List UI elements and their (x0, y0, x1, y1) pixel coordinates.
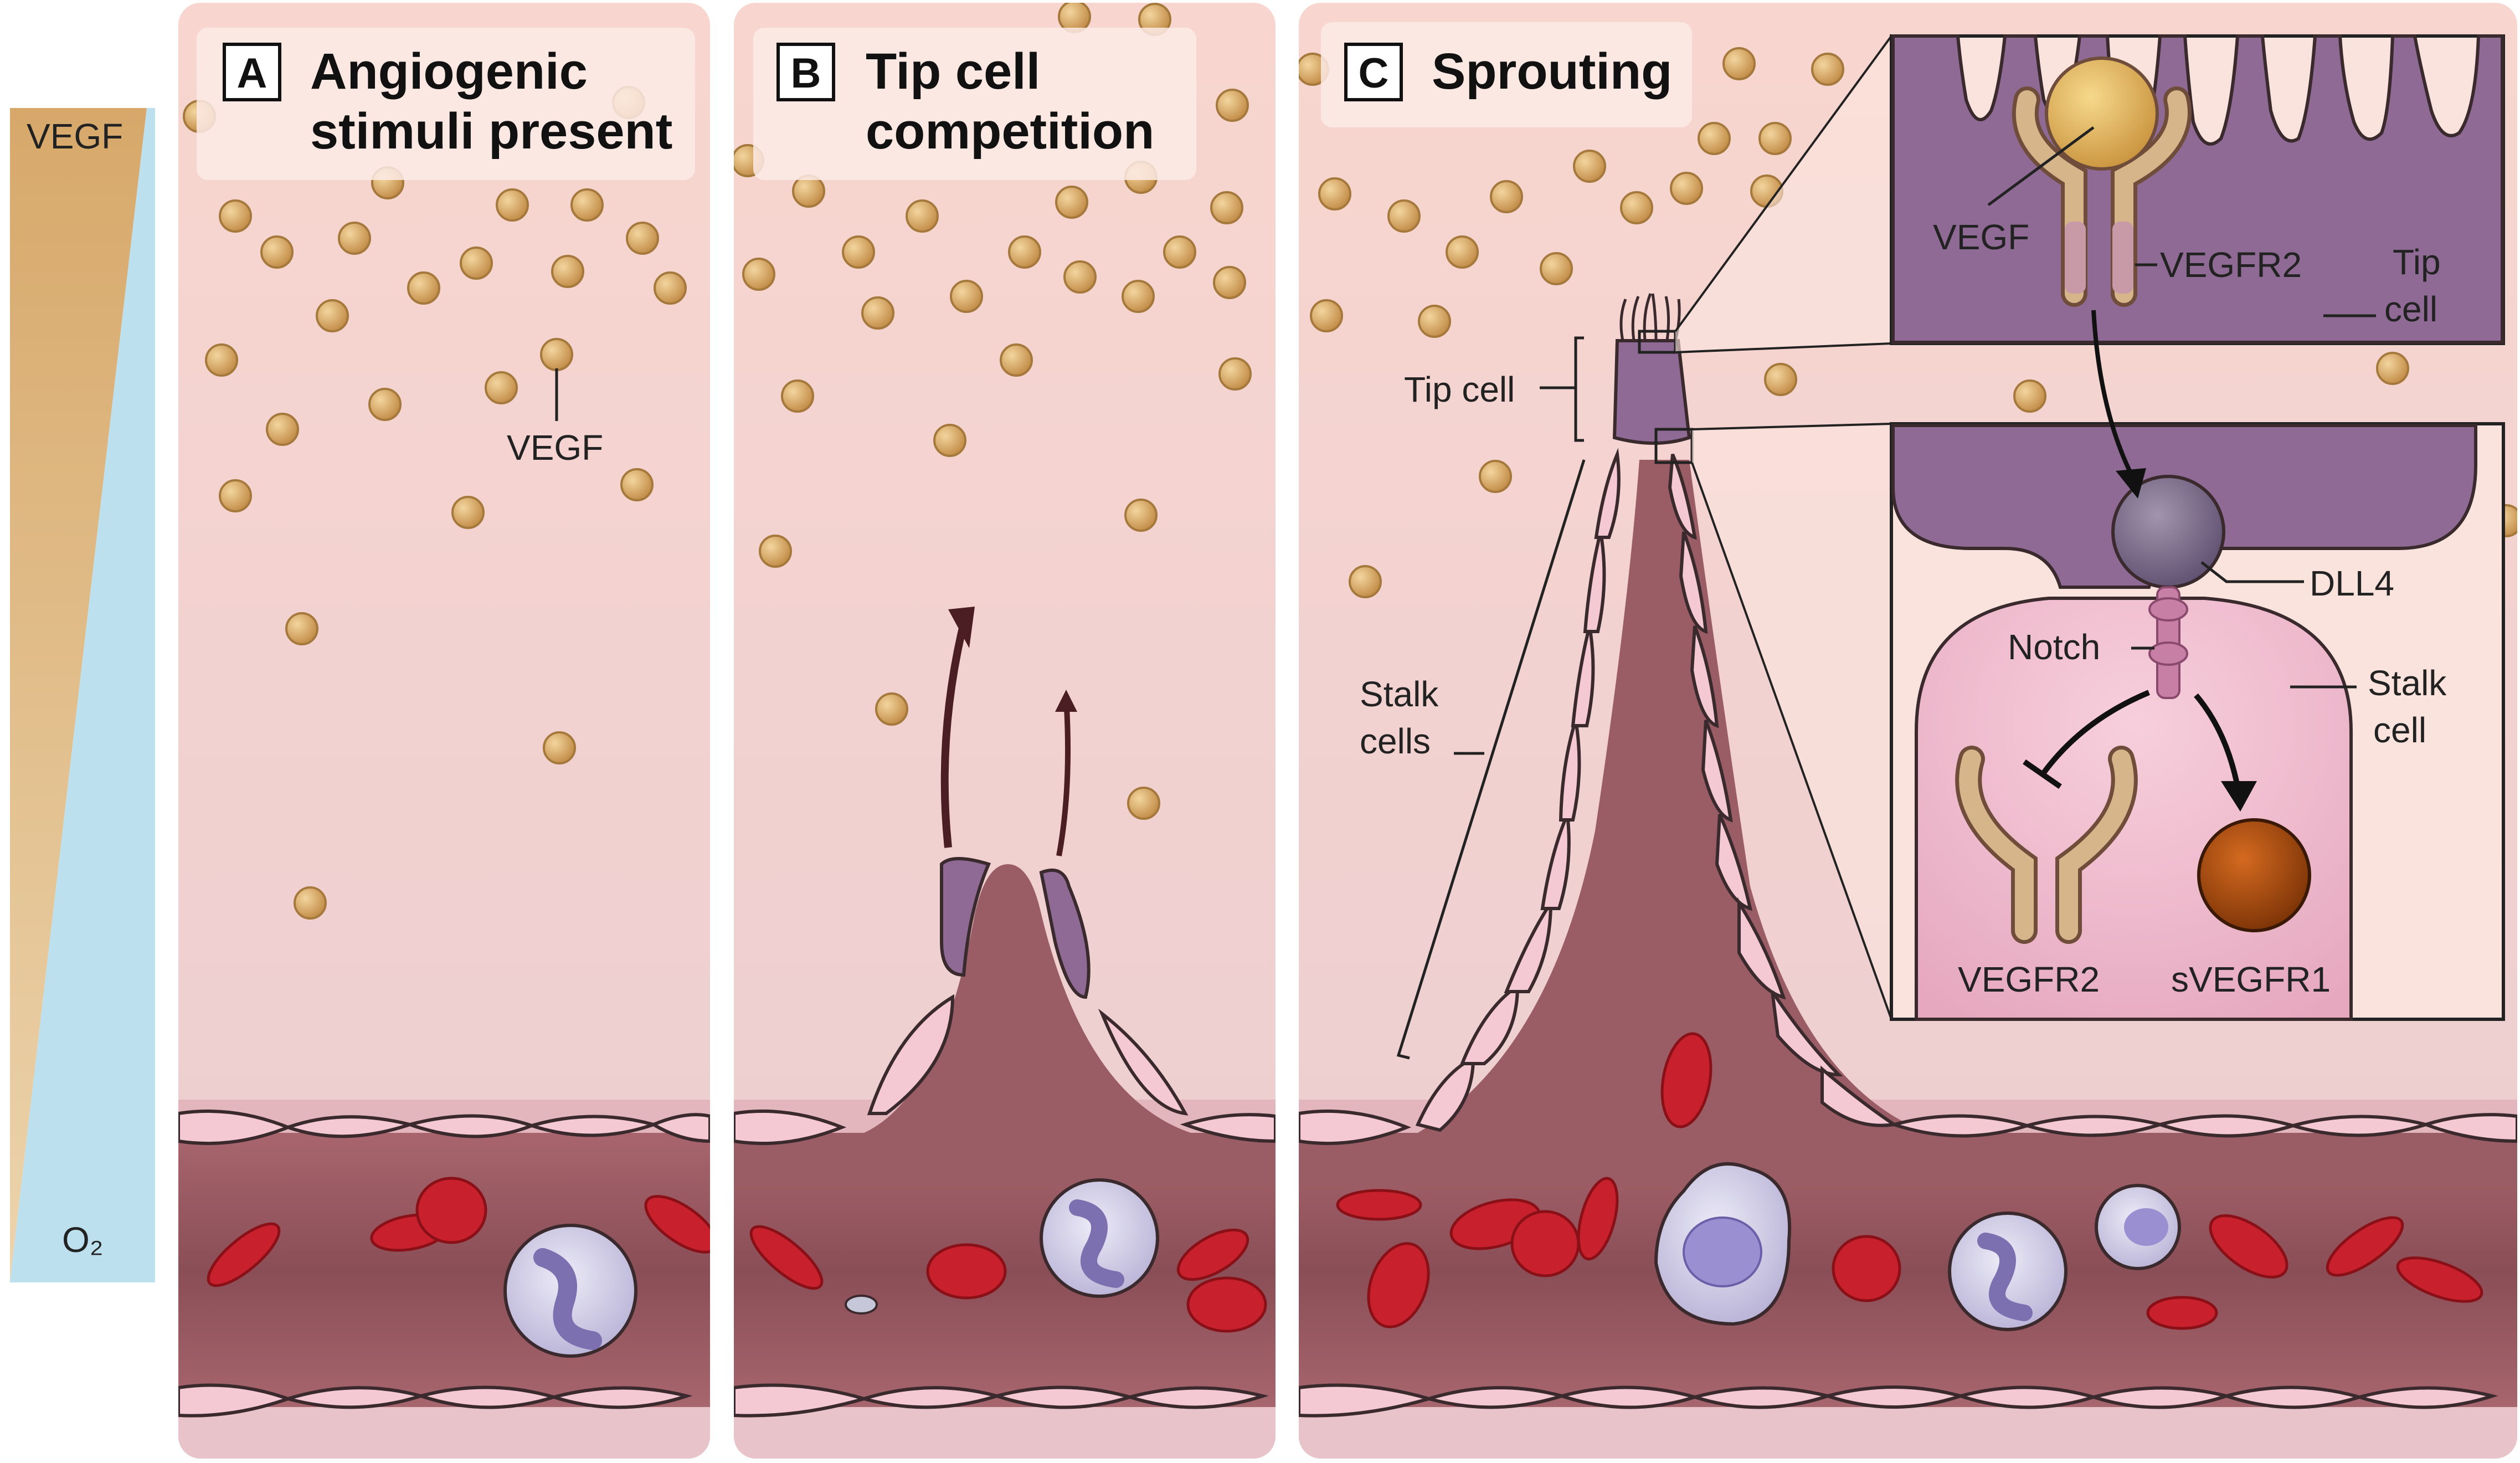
panel-c-letter: C (1359, 50, 1389, 97)
vessel-wall-cells-c (1299, 1109, 2517, 1418)
vegf-particles-b (734, 3, 1252, 820)
tip-cells-b (940, 857, 1091, 999)
stalk-cells-label-line2: cells (1360, 721, 1431, 761)
zoom-projection-top (1675, 36, 1891, 352)
panel-b: B Tip cell competition (734, 3, 1276, 1459)
inset-vegf-label: VEGF (1933, 217, 2029, 257)
arrow-top-to-bottom (2091, 310, 2135, 478)
inset-svegfr1 (2197, 818, 2311, 932)
inset-notch-label: Notch (2008, 627, 2100, 667)
inset-svegfr1-label: sVEGFR1 (2171, 959, 2331, 999)
inset-vegfr2-label-top: VEGFR2 (2160, 245, 2302, 285)
header-box-a (197, 28, 695, 180)
zoom-projection-bottom (1692, 424, 1891, 1019)
vessel-wall-cells-a (178, 1109, 710, 1418)
o2-gradient-label: O₂ (62, 1220, 104, 1260)
inset-tip-cell-label-line2: cell (2384, 289, 2437, 329)
inset-dll4-ligand (2111, 475, 2225, 589)
vegf-gradient-label: VEGF (27, 116, 123, 156)
panel-a-title-line2: stimuli present (310, 103, 672, 160)
inset-notch-receptor (2148, 586, 2188, 699)
stalk-cell-chain-left (1415, 448, 1621, 1132)
activation-arrow (2194, 693, 2240, 787)
inset-vegf-ligand (2045, 57, 2159, 171)
panel-c-title: Sprouting (1432, 43, 1672, 100)
sprout-mound-b (734, 864, 1276, 1185)
white-blood-cells-c (1654, 1162, 2181, 1331)
stalk-cells-b (734, 994, 1276, 1418)
stalk-cell-chain-right (1668, 453, 1899, 1127)
vegf-label-a: VEGF (507, 428, 603, 468)
stalk-cells-label-line1: Stalk (1360, 674, 1439, 714)
inset-dll4-label: DLL4 (2310, 563, 2394, 603)
inset-stalk-cell-label-line1: Stalk (2368, 663, 2447, 703)
vegf-particles-c (1299, 47, 2517, 598)
inset-tip-cell-label-line1: Tip (2393, 242, 2441, 282)
o2-gradient-wedge (10, 108, 155, 1282)
migration-arrow-right (1056, 697, 1071, 856)
inset-top: VEGF VEGFR2 Tip cell (1890, 34, 2505, 345)
inset-vegfr2-receptor-top (2012, 86, 2192, 307)
panel-b-letter: B (791, 50, 821, 97)
panel-b-title-line2: competition (866, 103, 1154, 160)
white-blood-cell-b (1040, 1178, 1159, 1298)
tip-cell-label: Tip cell (1404, 369, 1515, 409)
inset-vegfr2-receptor-bottom (1955, 746, 2138, 944)
panel-a-letter: A (237, 50, 268, 97)
panel-a: VEGF A Angiogenic stimuli present (178, 3, 710, 1459)
inset-vegfr2-label-bottom: VEGFR2 (1958, 959, 2100, 999)
inset-stalk-cell-label-line2: cell (2373, 710, 2426, 750)
inset-bottom: DLL4 Notch Stalk cell VEGFR2 sVEGFR1 (1890, 310, 2505, 1021)
panel-a-title-line1: Angiogenic (310, 43, 588, 100)
sprout-mound-c (1299, 460, 2517, 1185)
panel-b-title-line1: Tip cell (866, 43, 1040, 100)
gradient-bar: VEGF O₂ (10, 108, 155, 1282)
migration-arrow-left (940, 611, 970, 848)
tip-cell-c (1612, 293, 1691, 445)
white-blood-cell (503, 1224, 637, 1358)
inhibition-arrow (2041, 690, 2150, 774)
